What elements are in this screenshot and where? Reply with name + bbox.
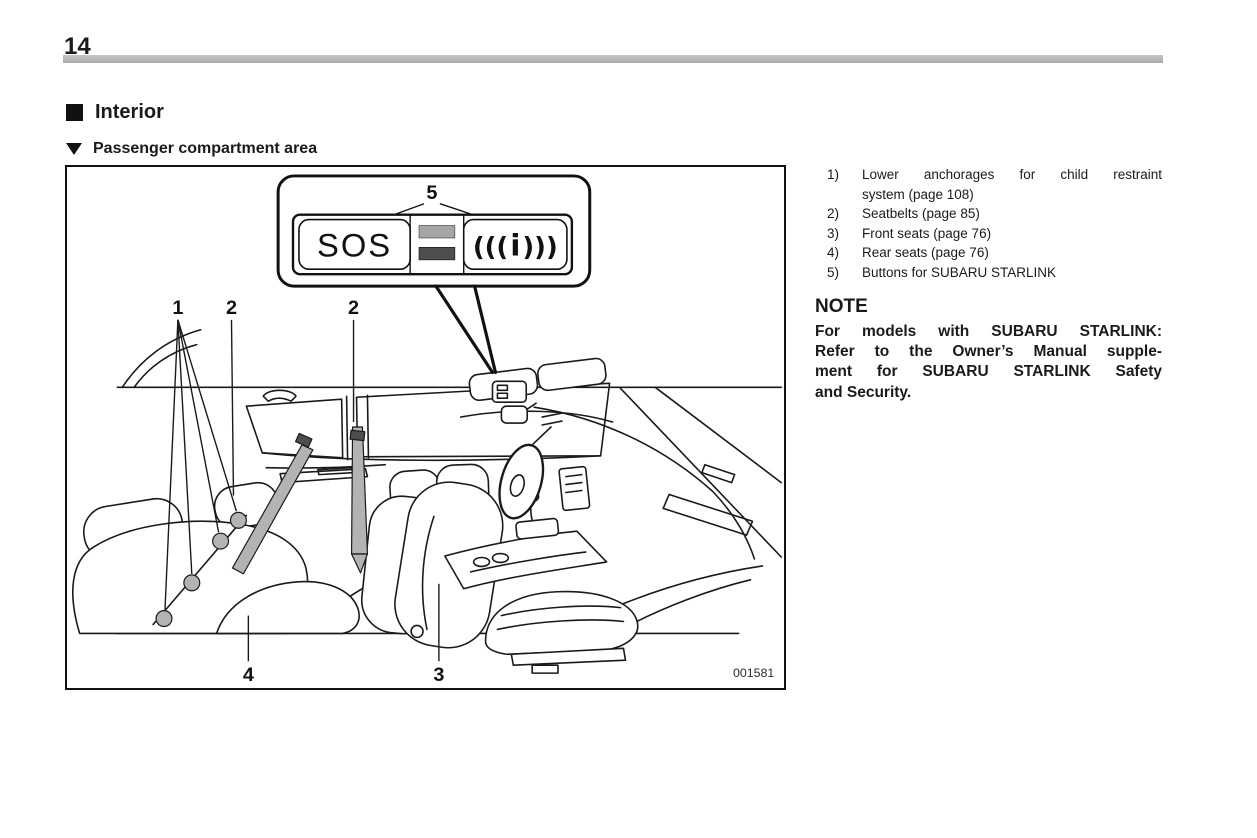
legend-item: 5) Buttons for SUBARU STARLINK bbox=[815, 263, 1162, 283]
dashboard-screen bbox=[558, 465, 591, 512]
sos-button bbox=[298, 218, 411, 271]
anchorage-point bbox=[155, 609, 173, 628]
legend-item: 1) Lower anchorages for child restraint … bbox=[815, 165, 1162, 204]
rear-seatbelt bbox=[231, 444, 314, 575]
rearview-mirror bbox=[500, 405, 529, 424]
callout-leader-lines bbox=[164, 319, 440, 662]
callout-1: 1 bbox=[172, 297, 183, 319]
sun-visor bbox=[537, 357, 607, 392]
legend-list: 1) Lower anchorages for child restraint … bbox=[815, 165, 1162, 283]
legend-item: 2) Seatbelts (page 85) bbox=[815, 204, 1162, 224]
starlink-button-panel: SOS (((i))) bbox=[291, 213, 574, 276]
seatbelts bbox=[231, 426, 369, 575]
anchorage-point bbox=[183, 574, 201, 592]
legend-item-text: Front seats (page 76) bbox=[862, 225, 992, 241]
figure-svg: 1 2 2 4 3 5 SOS bbox=[72, 174, 783, 686]
anchorage-point bbox=[229, 511, 247, 529]
subsection-heading: Passenger compartment area bbox=[66, 140, 317, 158]
header-rule bbox=[63, 55, 1163, 63]
front-seats bbox=[360, 463, 504, 649]
legend-item-text: Buttons for SUBARU STARLINK bbox=[862, 264, 1057, 280]
callout-2-front: 2 bbox=[348, 297, 359, 319]
sos-button-label: SOS bbox=[317, 226, 392, 263]
indicator-light-lower bbox=[418, 246, 456, 261]
passenger-compartment-figure: 1 2 2 4 3 5 SOS bbox=[65, 165, 786, 690]
overhead-console bbox=[491, 380, 528, 403]
info-button bbox=[462, 218, 568, 271]
callout-4: 4 bbox=[243, 664, 254, 686]
subsection-title: Passenger compartment area bbox=[93, 140, 318, 157]
callout-5: 5 bbox=[426, 182, 437, 204]
triangle-marker-icon bbox=[66, 143, 82, 155]
legend-item-number: 1) bbox=[827, 167, 840, 182]
note-body: For models with SUBARU STARLINK: Refer t… bbox=[815, 322, 1162, 401]
legend-item-text: Seatbelts (page 85) bbox=[862, 206, 980, 222]
lower-anchorage-points bbox=[155, 511, 247, 628]
legend-item-text: Rear seats (page 76) bbox=[862, 245, 989, 261]
starlink-inset-callout: 5 SOS (((i))) bbox=[276, 174, 592, 375]
legend-item: 4) Rear seats (page 76) bbox=[815, 243, 1162, 263]
note-heading: NOTE bbox=[815, 295, 868, 317]
legend-item-number: 5) bbox=[827, 264, 840, 280]
legend-item-text: Lower anchorages for child restraint sys… bbox=[862, 167, 1162, 202]
legend-item: 3) Front seats (page 76) bbox=[815, 224, 1162, 244]
callout-3: 3 bbox=[433, 664, 444, 686]
car-interior-drawing bbox=[72, 328, 783, 674]
section-title: Interior bbox=[95, 101, 164, 123]
anchorage-point bbox=[212, 532, 230, 550]
callout-2-rear: 2 bbox=[226, 297, 237, 319]
section-marker-icon bbox=[66, 104, 83, 121]
section-heading: Interior bbox=[66, 101, 164, 124]
center-console bbox=[444, 491, 608, 590]
grab-handle bbox=[262, 389, 297, 402]
info-call-icon: (((i))) bbox=[473, 228, 558, 263]
rear-seat bbox=[72, 481, 360, 635]
front-seatbelt bbox=[350, 426, 369, 555]
indicator-light-upper bbox=[418, 225, 456, 239]
legend-item-number: 2) bbox=[827, 206, 840, 222]
legend-item-number: 3) bbox=[827, 225, 840, 241]
page-number: 14 bbox=[64, 33, 91, 60]
right-column: 1) Lower anchorages for child restraint … bbox=[815, 165, 1162, 403]
figure-code: 001581 bbox=[733, 666, 774, 680]
legend-item-number: 4) bbox=[827, 245, 840, 261]
steering-wheel bbox=[498, 426, 552, 520]
